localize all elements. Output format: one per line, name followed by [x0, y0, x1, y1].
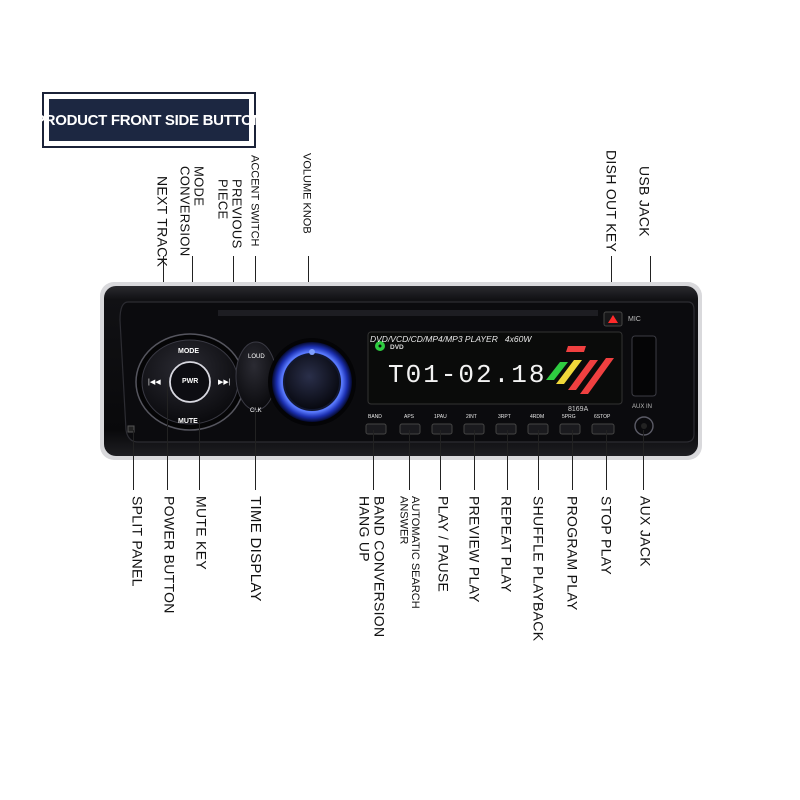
label-volume-knob: VOLUME KNOB [300, 153, 313, 234]
device-illustration [100, 282, 702, 460]
preset-1-button[interactable]: 1PAU [434, 414, 447, 420]
leader-band [373, 430, 375, 490]
label-power-button: POWER BUTTON [161, 496, 178, 614]
label-shuffle-playback: SHUFFLE PLAYBACK [530, 496, 547, 642]
band-button[interactable]: BAND [368, 414, 382, 420]
preset-2-button[interactable]: 2INT [466, 414, 477, 420]
leader-mute [199, 420, 201, 490]
model-number: 8169A [568, 406, 589, 413]
prev-track-button[interactable]: |◀◀ [148, 379, 161, 386]
label-dish-out-key: DISH OUT KEY [603, 150, 620, 253]
label-next-track: NEXT TRACK [154, 176, 171, 268]
preset-4-button[interactable]: 4RDM [530, 414, 545, 420]
spectrum-bars [546, 346, 614, 394]
pwr-button[interactable]: PWR [182, 378, 199, 385]
display-logo: DVD [390, 344, 404, 351]
leader-p6 [606, 430, 608, 490]
model-banner: DVD/VCD/CD/MP4/MP3 PLAYER 4x60W [370, 334, 532, 344]
label-aux-jack: AUX JACK [637, 496, 654, 567]
preset-3-button[interactable]: 3RPT [498, 414, 511, 420]
aux-in-label: AUX IN [632, 404, 653, 410]
label-play-pause: PLAY / PAUSE [435, 496, 452, 593]
label-stop-play: STOP PLAY [598, 496, 615, 575]
label-time-display: TIME DISPLAY [246, 496, 264, 602]
leader-aux [643, 430, 645, 490]
label-repeat-play: REPEAT PLAY [498, 496, 515, 593]
aps-button[interactable]: APS [404, 414, 415, 420]
leader-power [167, 380, 169, 490]
leader-p5 [572, 430, 574, 490]
loud-button[interactable]: LOUD [248, 354, 265, 360]
next-track-button[interactable]: ▶▶| [218, 379, 231, 386]
label-previous-piece: PREVIOUS PIECE [215, 179, 245, 249]
leader-p3 [507, 430, 509, 490]
label-accent-switch: ACCENT SWITCH [248, 155, 261, 247]
title-badge: PRODUCT FRONT SIDE BUTTON [35, 92, 263, 148]
label-automatic-search: AUTOMATIC SEARCH ANSWER [397, 496, 422, 609]
leader-p1 [440, 430, 442, 490]
label-preview-play: PREVIEW PLAY [466, 496, 483, 603]
label-program-play: PROGRAM PLAY [564, 496, 581, 611]
preset-5-button[interactable]: 5PRG [562, 414, 576, 420]
preset-6-button[interactable]: 6STOP [594, 414, 611, 420]
label-usb-jack: USB JACK [636, 166, 653, 237]
label-band-conversion: BAND CONVERSION HANG UP [356, 496, 388, 638]
car-radio-device: DVD/VCD/CD/MP4/MP3 PLAYER 4x60W DVD T01-… [98, 280, 704, 462]
title-badge-inner: PRODUCT FRONT SIDE BUTTON [35, 99, 263, 141]
label-split-panel: SPLIT PANEL [129, 496, 146, 587]
leader-split [133, 430, 135, 490]
leader-p2 [474, 430, 476, 490]
label-mode-conversion: MODE CONVERSION [177, 166, 207, 257]
display-readout: T01-02.18 [388, 360, 547, 390]
mute-button[interactable]: MUTE [178, 418, 198, 425]
mode-button[interactable]: MODE [178, 348, 199, 355]
leader-time [255, 410, 257, 490]
leader-aps [409, 430, 411, 490]
page-title: PRODUCT FRONT SIDE BUTTON [34, 111, 264, 129]
label-mute-key: MUTE KEY [193, 496, 210, 570]
mic-label: MIC [628, 316, 641, 323]
preset-buttons [365, 423, 615, 435]
leader-p4 [538, 430, 540, 490]
